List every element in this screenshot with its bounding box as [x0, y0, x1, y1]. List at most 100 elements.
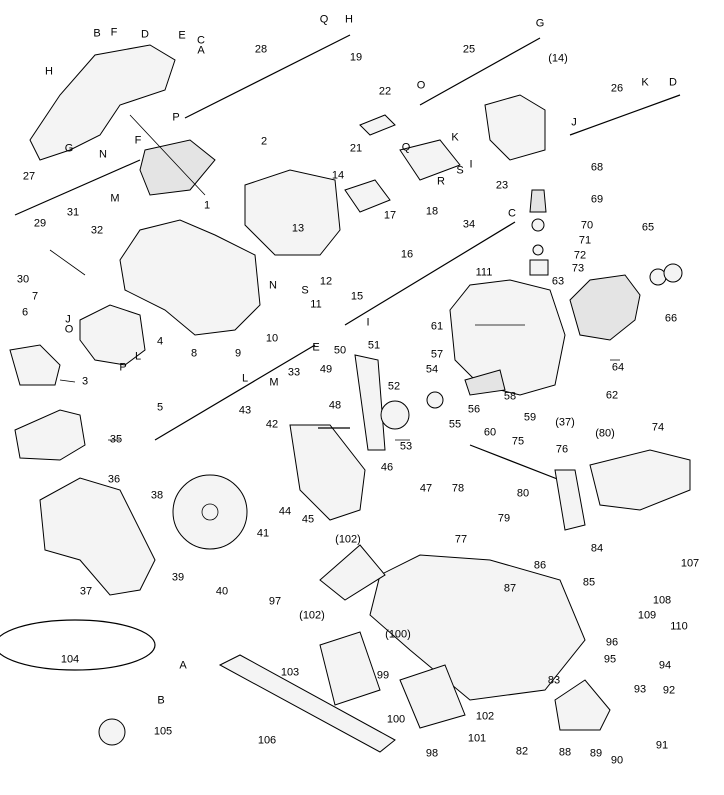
part-label: 80 — [516, 487, 530, 500]
part-label: 85 — [582, 576, 596, 589]
connector-letter: A — [197, 44, 205, 57]
part-label: 73 — [571, 262, 585, 275]
part-label: 60 — [483, 426, 497, 439]
part-label: 63 — [551, 275, 565, 288]
part-label: 52 — [387, 380, 401, 393]
connector-letter: I — [366, 316, 370, 329]
part-label: 29 — [33, 217, 47, 230]
connector-letter: C — [508, 207, 516, 220]
connector-letter: A — [179, 659, 187, 672]
part-label: 100 — [386, 713, 406, 726]
part-label: 92 — [662, 684, 676, 697]
bevel-scale — [554, 679, 611, 731]
part-label: 6 — [21, 306, 29, 319]
connector-letter: O — [64, 323, 74, 336]
rip-fence — [218, 654, 396, 753]
part-label: 26 — [610, 82, 624, 95]
part-label: 21 — [349, 142, 363, 155]
connector-letter: D — [669, 76, 677, 89]
part-label: 2 — [260, 135, 268, 148]
part-label: 99 — [376, 669, 390, 682]
part-label: 42 — [265, 418, 279, 431]
power-cord — [0, 619, 156, 671]
connector-letter: F — [134, 134, 142, 147]
part-label: 10 — [265, 332, 279, 345]
part-label: 47 — [419, 482, 433, 495]
plug — [98, 718, 126, 746]
part-label: 88 — [558, 746, 572, 759]
connector-letter: J — [571, 116, 577, 129]
connector-letter: C — [197, 34, 205, 47]
part-label: 87 — [503, 582, 517, 595]
part-label: 31 — [66, 206, 80, 219]
part-label: 46 — [380, 461, 394, 474]
connector-letter: M — [110, 192, 120, 205]
part-label: 105 — [153, 725, 173, 738]
leader-lines — [49, 114, 620, 441]
part-label: 89 — [589, 747, 603, 760]
part-label: 77 — [454, 533, 468, 546]
part-label: (80) — [595, 427, 615, 440]
part-label: 27 — [22, 170, 36, 183]
part-label: (37) — [555, 416, 575, 429]
part-label: 33 — [287, 366, 301, 379]
connector-letter: B — [93, 27, 101, 40]
bushing-69 — [529, 189, 547, 213]
handle-cover — [139, 139, 216, 196]
part-label: 16 — [400, 248, 414, 261]
rod-25 — [419, 37, 541, 106]
part-label: 3 — [81, 375, 89, 388]
spindle-56 — [464, 369, 506, 396]
part-label: 84 — [590, 542, 604, 555]
guard-23 — [484, 94, 546, 161]
riving-knife — [354, 354, 386, 451]
connector-letter: P — [119, 361, 127, 374]
part-label: 107 — [680, 557, 700, 570]
connector-letter: N — [269, 279, 277, 292]
part-label: 7 — [31, 290, 39, 303]
part-label: 95 — [603, 653, 617, 666]
dust-spout — [14, 409, 86, 461]
bearing-52 — [380, 400, 410, 430]
part-label: 72 — [573, 249, 587, 262]
part-label: 23 — [495, 179, 509, 192]
connector-letter: Q — [319, 13, 329, 26]
part-label: 8 — [190, 347, 198, 360]
part-label: 25 — [462, 43, 476, 56]
spring-70 — [531, 218, 545, 232]
rod-75 — [469, 444, 566, 483]
connector-letter: M — [269, 376, 279, 389]
part-label: 48 — [328, 399, 342, 412]
bracket-98 — [399, 664, 466, 729]
part-label: 108 — [652, 594, 672, 607]
connector-letter: O — [416, 79, 426, 92]
part-label: 19 — [349, 51, 363, 64]
part-label: 86 — [533, 559, 547, 572]
part-label: 15 — [350, 290, 364, 303]
part-label: 75 — [511, 435, 525, 448]
switch-assembly — [29, 44, 176, 161]
connector-letter: F — [110, 26, 118, 39]
part-label: 38 — [150, 489, 164, 502]
part-label: 59 — [523, 411, 537, 424]
part-label: 43 — [238, 404, 252, 417]
switch-plate — [399, 139, 461, 181]
connector-letter: K — [641, 76, 649, 89]
part-label: 4 — [156, 335, 164, 348]
part-label: 44 — [278, 505, 292, 518]
connector-letter: Q — [401, 141, 411, 154]
part-label: 69 — [590, 193, 604, 206]
connector-letter: E — [178, 29, 186, 42]
part-label: 55 — [448, 418, 462, 431]
part-label: 11 — [310, 298, 322, 311]
part-label: 40 — [215, 585, 229, 598]
part-label: 9 — [234, 347, 242, 360]
connector-letter: J — [65, 313, 71, 326]
part-label: 109 — [637, 609, 657, 622]
part-label: 49 — [319, 363, 333, 376]
part-label: 101 — [467, 732, 487, 745]
part-label: 64 — [611, 361, 625, 374]
part-label: 71 — [578, 234, 592, 247]
part-label: 18 — [425, 205, 439, 218]
